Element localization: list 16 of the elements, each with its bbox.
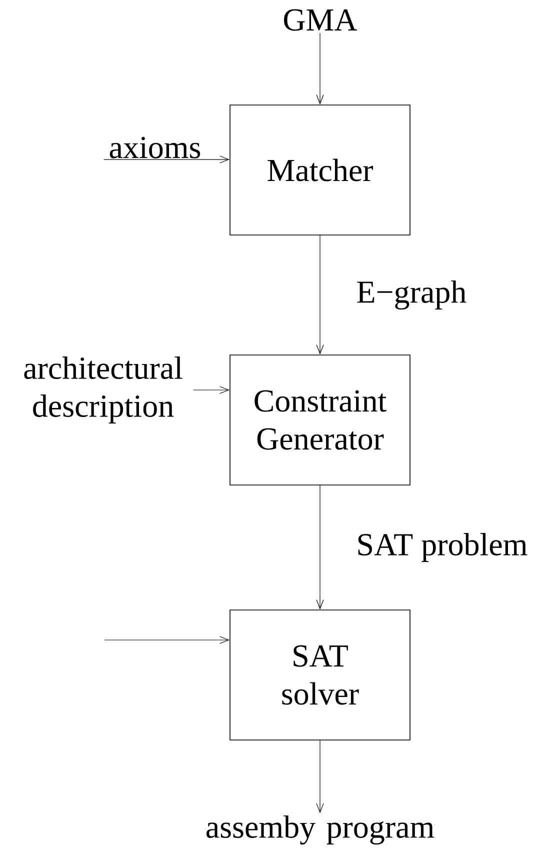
text-label: axioms bbox=[110, 136, 200, 158]
arrow bbox=[104, 636, 230, 644]
process-box: Matcher bbox=[230, 104, 410, 236]
arrow bbox=[104, 156, 230, 164]
edge-label: E−graph bbox=[357, 280, 466, 310]
arrow bbox=[316, 485, 324, 610]
edge-label: SAT problem bbox=[358, 533, 528, 562]
text-label: GMA bbox=[284, 9, 358, 31]
arrow bbox=[316, 32, 324, 105]
arrow bbox=[192, 386, 230, 394]
process-box: SAT solver bbox=[230, 610, 410, 740]
arrow bbox=[316, 740, 324, 814]
process-box: Constraint Generator bbox=[230, 354, 410, 486]
text-label: architectural description bbox=[24, 356, 182, 424]
text-label: assemby program bbox=[206, 815, 434, 845]
arrow bbox=[316, 235, 324, 355]
